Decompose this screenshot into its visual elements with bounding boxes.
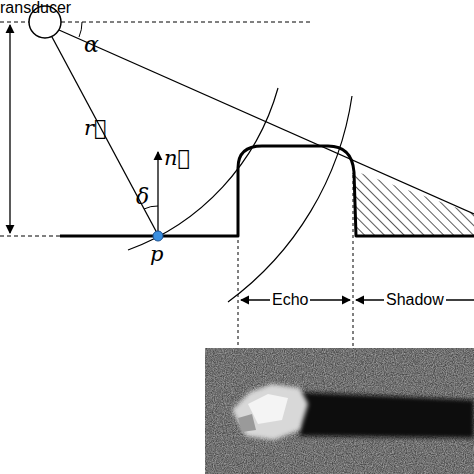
- reference-line: [0, 236, 60, 237]
- angle-label: δ: [136, 186, 149, 208]
- sonar-image: [205, 348, 474, 474]
- point-marker: [153, 231, 163, 241]
- dimension-label: Echo: [270, 292, 310, 308]
- projection-line: [353, 175, 354, 346]
- wavefront-arc: [128, 88, 278, 250]
- vector-label: r⃗: [84, 118, 107, 139]
- device-label: ransducer: [0, 0, 71, 16]
- vector-label: n⃗: [164, 148, 190, 169]
- shadow-hatch: [352, 170, 474, 236]
- point-label: p: [150, 244, 163, 265]
- angle-label: α: [84, 34, 99, 56]
- dimension-label: Shadow: [384, 292, 446, 308]
- wavefront-arc: [228, 96, 352, 302]
- reference-line: [0, 22, 29, 23]
- projection-line: [238, 240, 239, 346]
- angle-arc: [79, 22, 82, 37]
- reference-line: [61, 22, 310, 23]
- normal-vector: [157, 152, 158, 232]
- seabed-object: [60, 146, 474, 236]
- ray-line: [59, 30, 474, 214]
- range-vector: [52, 37, 157, 233]
- height-arrow: [9, 25, 10, 233]
